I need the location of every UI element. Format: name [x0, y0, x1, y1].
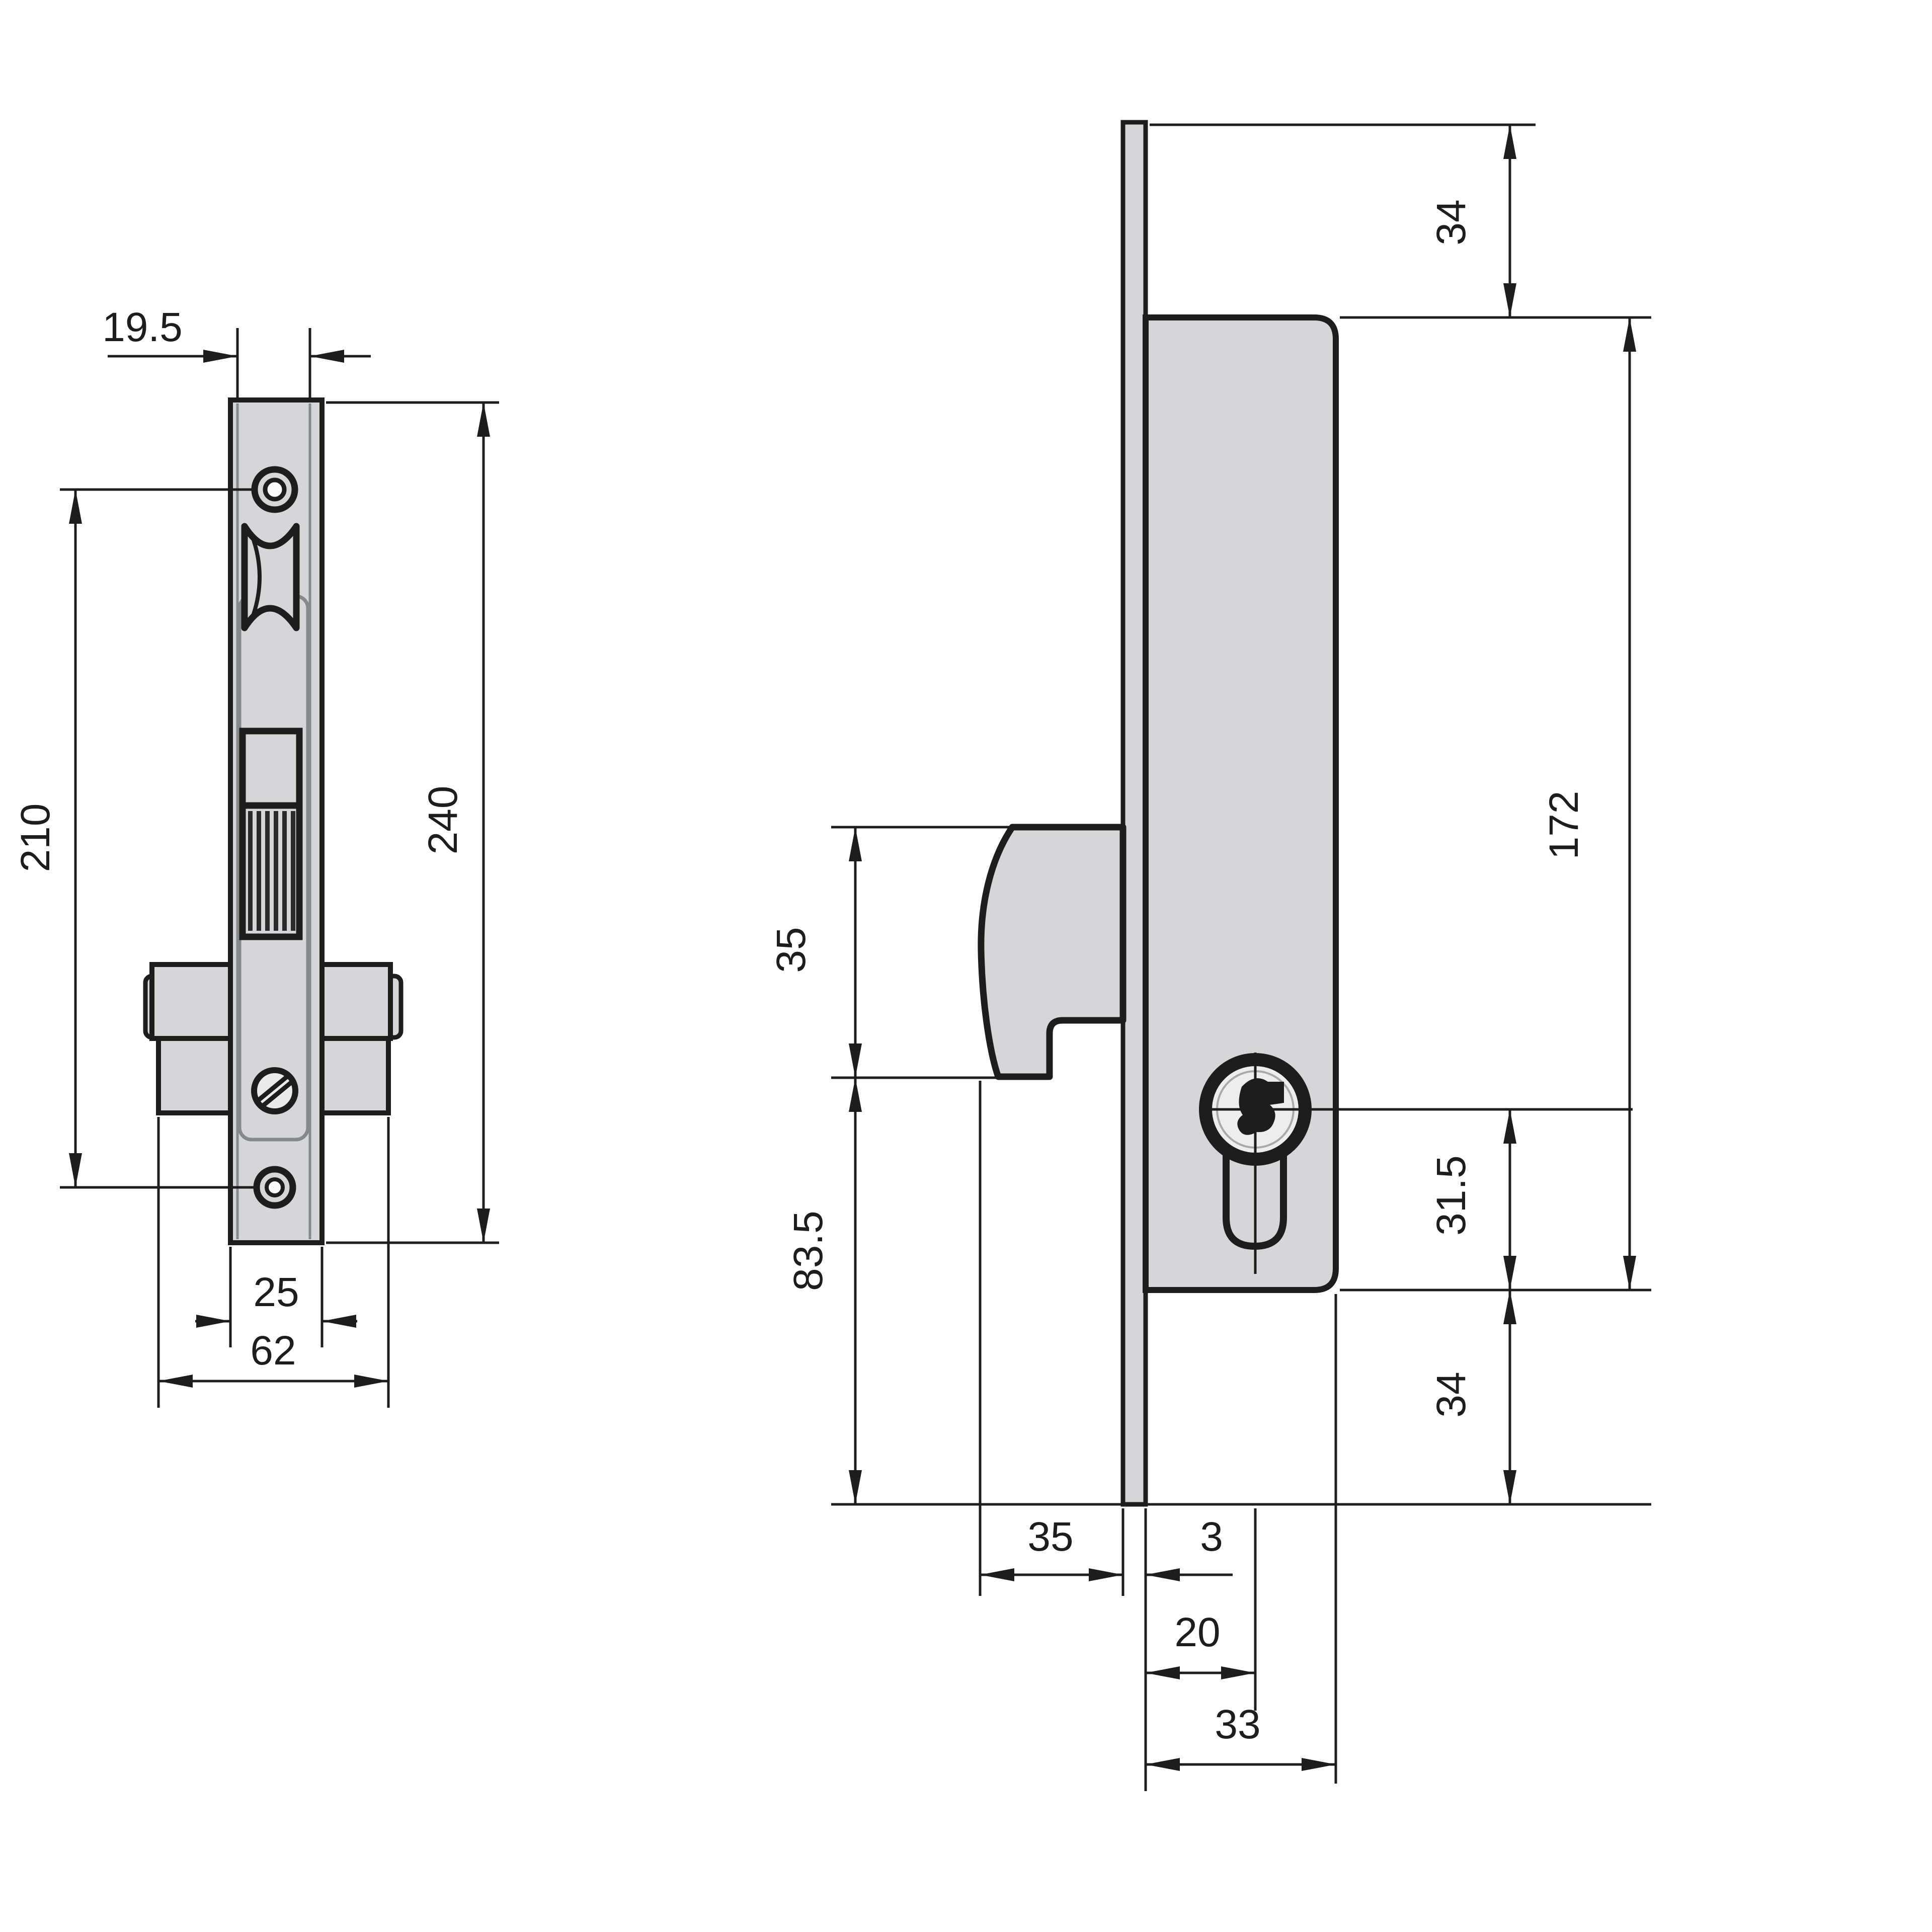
screw-hole-bottom-center	[265, 1177, 285, 1197]
dim-label: 31.5	[1428, 1155, 1474, 1236]
dim-inner-faceplate-width: 19.5	[102, 304, 371, 398]
dim-label: 35	[768, 927, 814, 973]
faceplate-side	[1120, 120, 1148, 1507]
dim-label: 83.5	[785, 1211, 831, 1291]
screw-hole-top-center	[263, 477, 287, 502]
dim-label: 240	[420, 786, 466, 855]
dim-bolt-throw: 35	[979, 1081, 1124, 1596]
dim-faceplate-width: 25	[195, 1247, 357, 1347]
dim-label: 35	[1027, 1514, 1073, 1560]
dim-label: 3	[1200, 1514, 1223, 1560]
dim-case-depth: 33	[1146, 1294, 1337, 1784]
key-profile-icon	[1237, 1078, 1284, 1135]
wing-upper-right	[319, 962, 393, 1041]
deadbolt-serration	[248, 811, 295, 931]
dim-case-height: 172	[1541, 317, 1636, 1290]
dim-label: 34	[1428, 1372, 1474, 1417]
screw-hole-top-icon	[251, 466, 298, 513]
dim-label: 62	[250, 1328, 296, 1374]
dim-label: 20	[1174, 1609, 1220, 1655]
dim-cylinder-to-case-bottom: 31.5	[1428, 1109, 1516, 1290]
hook-bolt	[978, 824, 1126, 1080]
dim-backset: 20	[1146, 1508, 1257, 1711]
dim-label: 210	[13, 803, 58, 872]
dim-faceplate-length: 240	[326, 401, 499, 1244]
screw-slot-line	[261, 1079, 295, 1108]
dim-label: 34	[1428, 199, 1474, 245]
screw-slot-line	[256, 1073, 290, 1103]
side-view: 34 172 35 83.5 31.5 3	[768, 120, 1651, 1791]
latch-bevel-curve	[250, 533, 262, 621]
dim-bolt-to-plate-end: 83.5	[785, 1078, 862, 1504]
dim-faceplate-thickness: 3	[1144, 1508, 1233, 1791]
dim-label: 172	[1541, 791, 1587, 860]
screw-hole-bottom-icon	[253, 1166, 296, 1209]
wing-upper-left	[149, 962, 233, 1041]
dim-bolt-height: 35	[768, 826, 1011, 1079]
wing-lower-right	[319, 1036, 391, 1115]
front-view: 19.5 210 240 25 62	[13, 304, 499, 1408]
dim-label: 19.5	[102, 304, 183, 350]
dim-label: 33	[1215, 1702, 1260, 1747]
dim-bottom-offset: 34	[1428, 1290, 1516, 1504]
wing-lower-left	[156, 1036, 233, 1115]
dim-label: 25	[253, 1269, 299, 1315]
lock-case	[1143, 314, 1339, 1293]
dim-case-width: 62	[157, 1117, 390, 1408]
dim-top-offset: 34	[1150, 123, 1536, 317]
